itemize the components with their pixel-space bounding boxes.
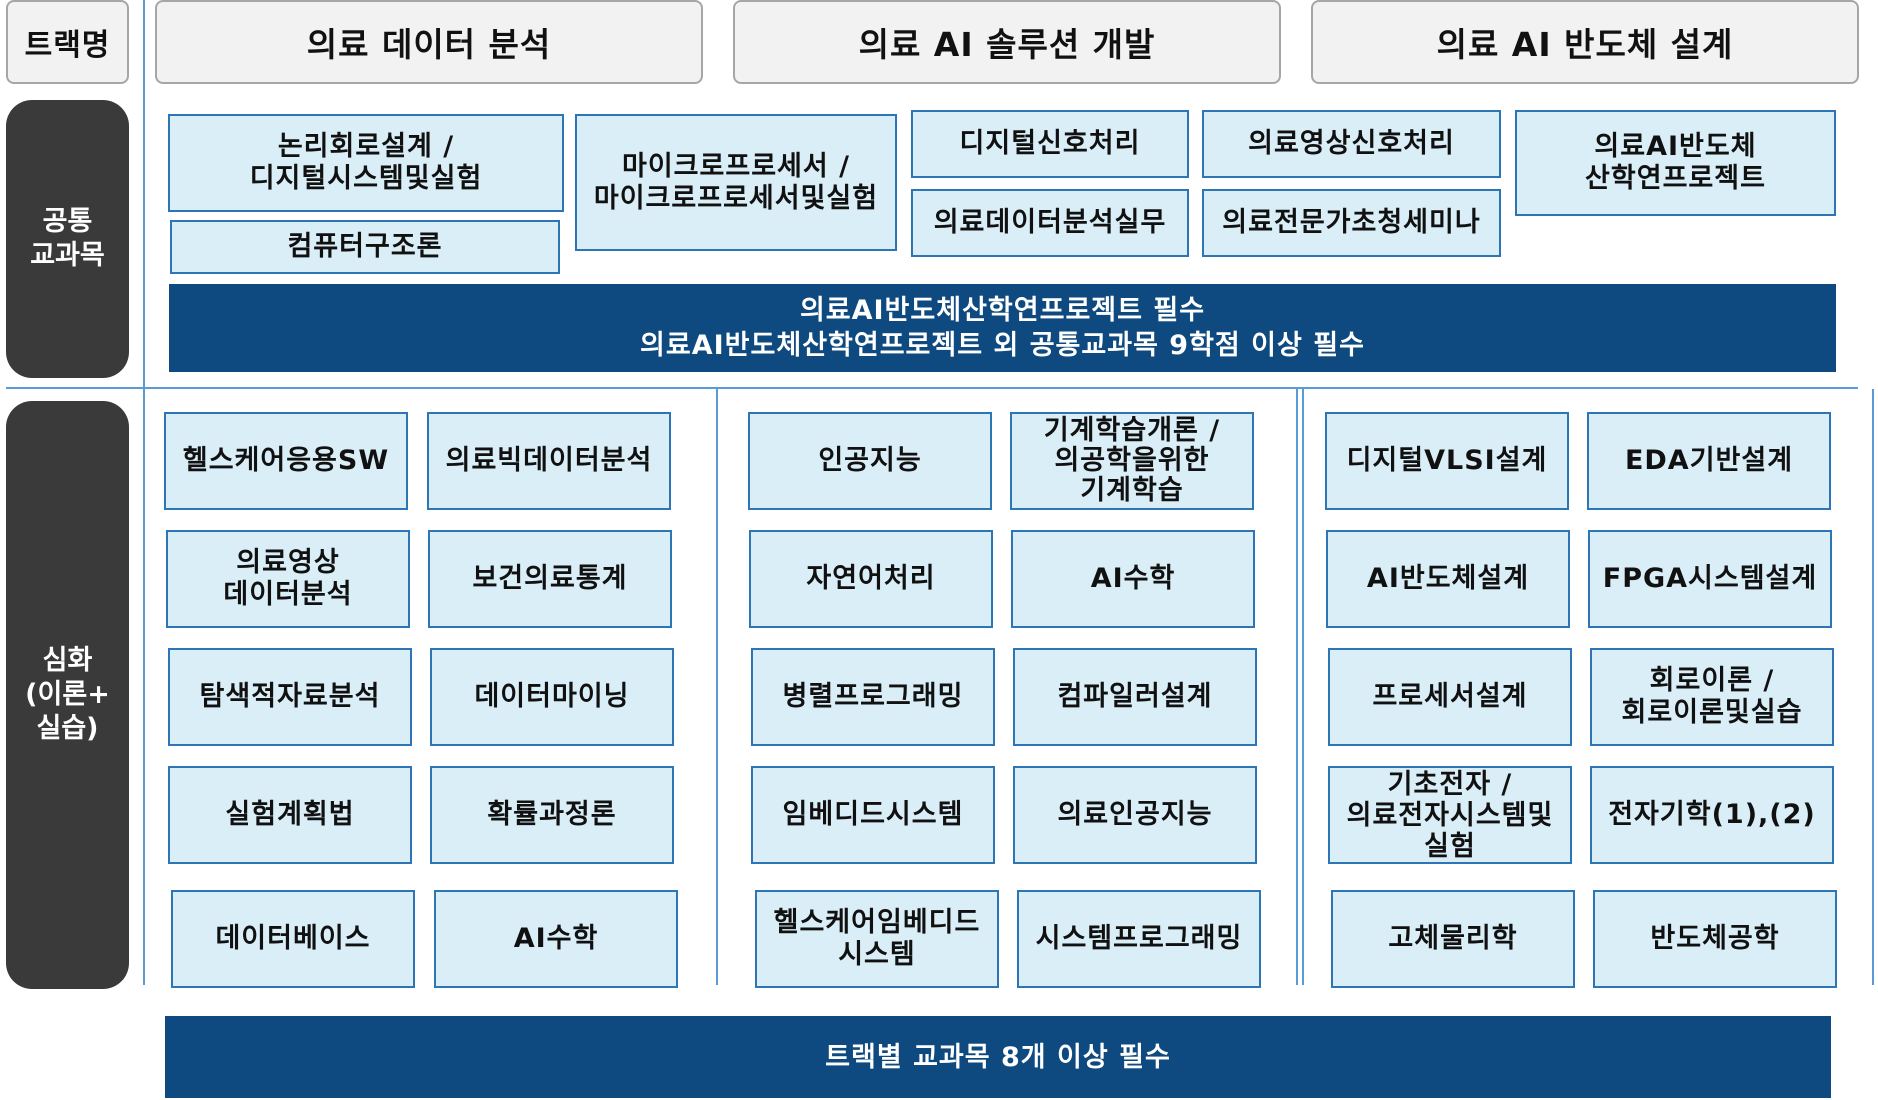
track-divider-line-1 — [716, 389, 718, 985]
track2-course: 임베디드시스템 — [751, 766, 995, 864]
track3-course: AI반도체설계 — [1326, 530, 1570, 628]
track3-course: EDA기반설계 — [1587, 412, 1831, 510]
track1-course: 헬스케어응용SW — [164, 412, 408, 510]
course-medical-ai-semiconductor-project: 의료AI반도체 산학연프로젝트 — [1515, 110, 1836, 216]
track-header-medical-data-analysis: 의료 데이터 분석 — [155, 0, 703, 84]
track2-course: 기계학습개론 / 의공학을위한 기계학습 — [1010, 412, 1254, 510]
track2-course: 자연어처리 — [749, 530, 993, 628]
track3-course: 고체물리학 — [1331, 890, 1575, 988]
track3-course: 반도체공학 — [1593, 890, 1837, 988]
track3-course: 전자기학(1),(2) — [1590, 766, 1834, 864]
course-medical-image-signal-processing: 의료영상신호처리 — [1202, 110, 1501, 178]
track1-course: 보건의료통계 — [428, 530, 672, 628]
track1-course: 데이터마이닝 — [430, 648, 674, 746]
track2-course: 시스템프로그래밍 — [1017, 890, 1261, 988]
track3-course: 회로이론 / 회로이론및실습 — [1590, 648, 1834, 746]
track2-course: 컴파일러설계 — [1013, 648, 1257, 746]
track1-course: 실험계획법 — [168, 766, 412, 864]
track-requirement-banner: 트랙별 교과목 8개 이상 필수 — [165, 1016, 1831, 1098]
track1-course: 확률과정론 — [430, 766, 674, 864]
track1-course: 의료영상 데이터분석 — [166, 530, 410, 628]
section-divider-line — [6, 387, 1858, 389]
course-logic-circuit-design: 논리회로설계 / 디지털시스템및실험 — [168, 114, 564, 212]
track-header-medical-ai-semiconductor: 의료 AI 반도체 설계 — [1311, 0, 1859, 84]
track2-course: 헬스케어임베디드 시스템 — [755, 890, 999, 988]
common-courses-label: 공통 교과목 — [6, 100, 129, 378]
track-name-header: 트랙명 — [6, 0, 129, 84]
common-requirement-banner: 의료AI반도체산학연프로젝트 필수 의료AI반도체산학연프로젝트 외 공통교과목… — [169, 284, 1836, 372]
left-divider-line — [143, 0, 145, 985]
track2-course: 병렬프로그래밍 — [751, 648, 995, 746]
track1-course: AI수학 — [434, 890, 678, 988]
track2-course: 인공지능 — [748, 412, 992, 510]
course-expert-seminar: 의료전문가초청세미나 — [1202, 189, 1501, 257]
track-divider-line-2b — [1302, 389, 1304, 985]
right-divider-line — [1872, 389, 1874, 985]
course-digital-signal-processing: 디지털신호처리 — [911, 110, 1189, 178]
course-microprocessor: 마이크로프로세서 / 마이크로프로세서및실험 — [575, 114, 897, 251]
track2-course: AI수학 — [1011, 530, 1255, 628]
track1-course: 데이터베이스 — [171, 890, 415, 988]
track3-course: 디지털VLSI설계 — [1325, 412, 1569, 510]
track-header-medical-ai-solution: 의료 AI 솔루션 개발 — [733, 0, 1281, 84]
track3-course: FPGA시스템설계 — [1588, 530, 1832, 628]
course-computer-architecture: 컴퓨터구조론 — [170, 220, 560, 274]
track-divider-line-2 — [1296, 389, 1298, 985]
course-medical-data-analysis-practice: 의료데이터분석실무 — [911, 189, 1189, 257]
track1-course: 탐색적자료분석 — [168, 648, 412, 746]
track2-course: 의료인공지능 — [1013, 766, 1257, 864]
track3-course: 프로세서설계 — [1328, 648, 1572, 746]
track1-course: 의료빅데이터분석 — [427, 412, 671, 510]
advanced-courses-label: 심화 (이론+ 실습) — [6, 401, 129, 989]
track3-course: 기초전자 / 의료전자시스템및 실험 — [1328, 766, 1572, 864]
